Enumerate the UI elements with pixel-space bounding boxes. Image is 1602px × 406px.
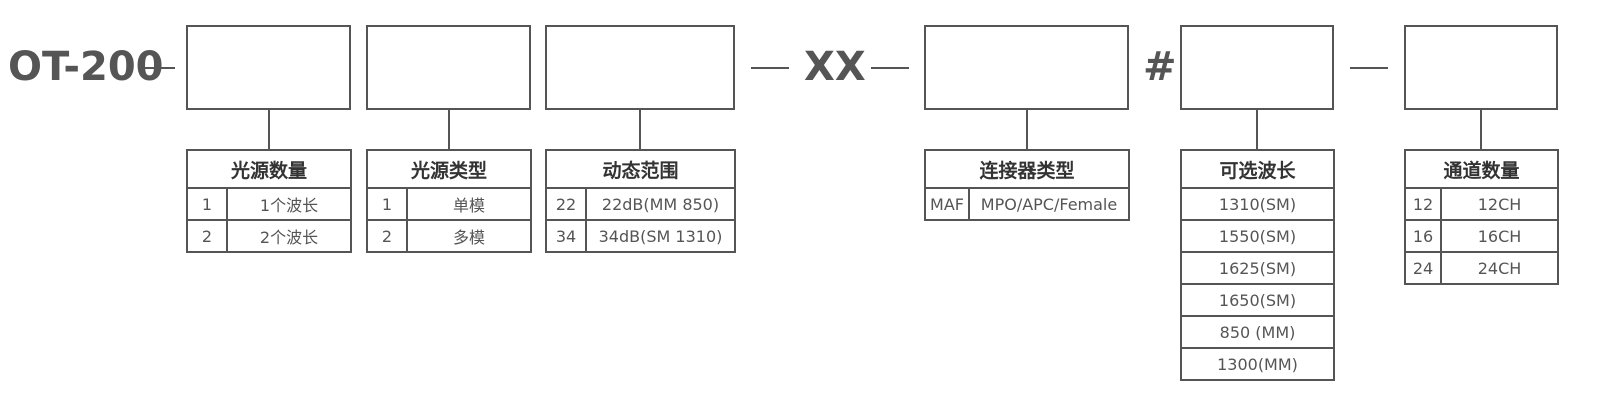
table-header: 光源数量	[186, 149, 352, 189]
slot-light-source-type	[366, 25, 531, 110]
table-light-source-type: 光源类型 1 单模 2 多模	[366, 149, 532, 253]
table-channel-count: 通道数量 12 12CH 16 16CH 24 24CH	[1404, 149, 1559, 285]
slot-connector-type	[924, 25, 1129, 110]
connector-line	[268, 110, 270, 150]
option-code: 16	[1404, 219, 1442, 253]
option-label: 850 (MM)	[1180, 315, 1335, 349]
option-label: 1550(SM)	[1180, 219, 1335, 253]
hash-separator: #	[1143, 44, 1177, 90]
separator-dash-2	[751, 67, 789, 69]
slot-dynamic-range	[545, 25, 735, 110]
table-header: 可选波长	[1180, 149, 1335, 189]
table-row: 1650(SM)	[1180, 283, 1335, 317]
separator-dash-3	[871, 67, 909, 69]
separator-dash-4	[1350, 67, 1388, 69]
connector-line	[1026, 110, 1028, 150]
option-code: 1	[186, 187, 228, 221]
table-row: 34 34dB(SM 1310)	[545, 219, 736, 253]
slot-wavelength	[1180, 25, 1334, 110]
table-row: 1 单模	[366, 187, 532, 221]
option-label: 22dB(MM 850)	[585, 187, 736, 221]
option-label: 多模	[406, 219, 532, 253]
table-row: 16 16CH	[1404, 219, 1559, 253]
table-row: 22 22dB(MM 850)	[545, 187, 736, 221]
table-connector-type: 连接器类型 MAF MPO/APC/Female	[924, 149, 1130, 221]
option-label: 1300(MM)	[1180, 347, 1335, 381]
table-row: 850 (MM)	[1180, 315, 1335, 349]
option-label: 1625(SM)	[1180, 251, 1335, 285]
model-prefix: OT-200	[8, 44, 164, 90]
option-code: 24	[1404, 251, 1442, 285]
xx-placeholder: XX	[804, 44, 866, 90]
option-code: 22	[545, 187, 587, 221]
table-dynamic-range: 动态范围 22 22dB(MM 850) 34 34dB(SM 1310)	[545, 149, 736, 253]
table-header: 连接器类型	[924, 149, 1130, 189]
option-label: 16CH	[1440, 219, 1559, 253]
table-header: 光源类型	[366, 149, 532, 189]
connector-line	[1256, 110, 1258, 150]
option-code: 12	[1404, 187, 1442, 221]
slot-channel-count	[1404, 25, 1558, 110]
connector-line	[1480, 110, 1482, 150]
table-light-source-count: 光源数量 1 1个波长 2 2个波长	[186, 149, 352, 253]
table-row: 1550(SM)	[1180, 219, 1335, 253]
option-code: 2	[186, 219, 228, 253]
option-label: 1310(SM)	[1180, 187, 1335, 221]
connector-line	[448, 110, 450, 150]
slot-light-source-count	[186, 25, 351, 110]
connector-line	[639, 110, 641, 150]
table-wavelength-options: 可选波长 1310(SM) 1550(SM) 1625(SM) 1650(SM)…	[1180, 149, 1335, 381]
table-header: 通道数量	[1404, 149, 1559, 189]
option-label: 1650(SM)	[1180, 283, 1335, 317]
table-row: 1310(SM)	[1180, 187, 1335, 221]
table-row: 12 12CH	[1404, 187, 1559, 221]
option-label: MPO/APC/Female	[968, 187, 1130, 221]
option-code: MAF	[924, 187, 970, 221]
table-row: 2 多模	[366, 219, 532, 253]
option-code: 2	[366, 219, 408, 253]
option-code: 1	[366, 187, 408, 221]
separator-dash-1	[139, 67, 175, 69]
table-row: 1300(MM)	[1180, 347, 1335, 381]
table-row: MAF MPO/APC/Female	[924, 187, 1130, 221]
table-row: 2 2个波长	[186, 219, 352, 253]
table-header: 动态范围	[545, 149, 736, 189]
table-row: 1625(SM)	[1180, 251, 1335, 285]
table-row: 24 24CH	[1404, 251, 1559, 285]
table-row: 1 1个波长	[186, 187, 352, 221]
option-label: 12CH	[1440, 187, 1559, 221]
option-label: 24CH	[1440, 251, 1559, 285]
option-label: 1个波长	[226, 187, 352, 221]
option-label: 2个波长	[226, 219, 352, 253]
option-code: 34	[545, 219, 587, 253]
option-label: 34dB(SM 1310)	[585, 219, 736, 253]
option-label: 单模	[406, 187, 532, 221]
